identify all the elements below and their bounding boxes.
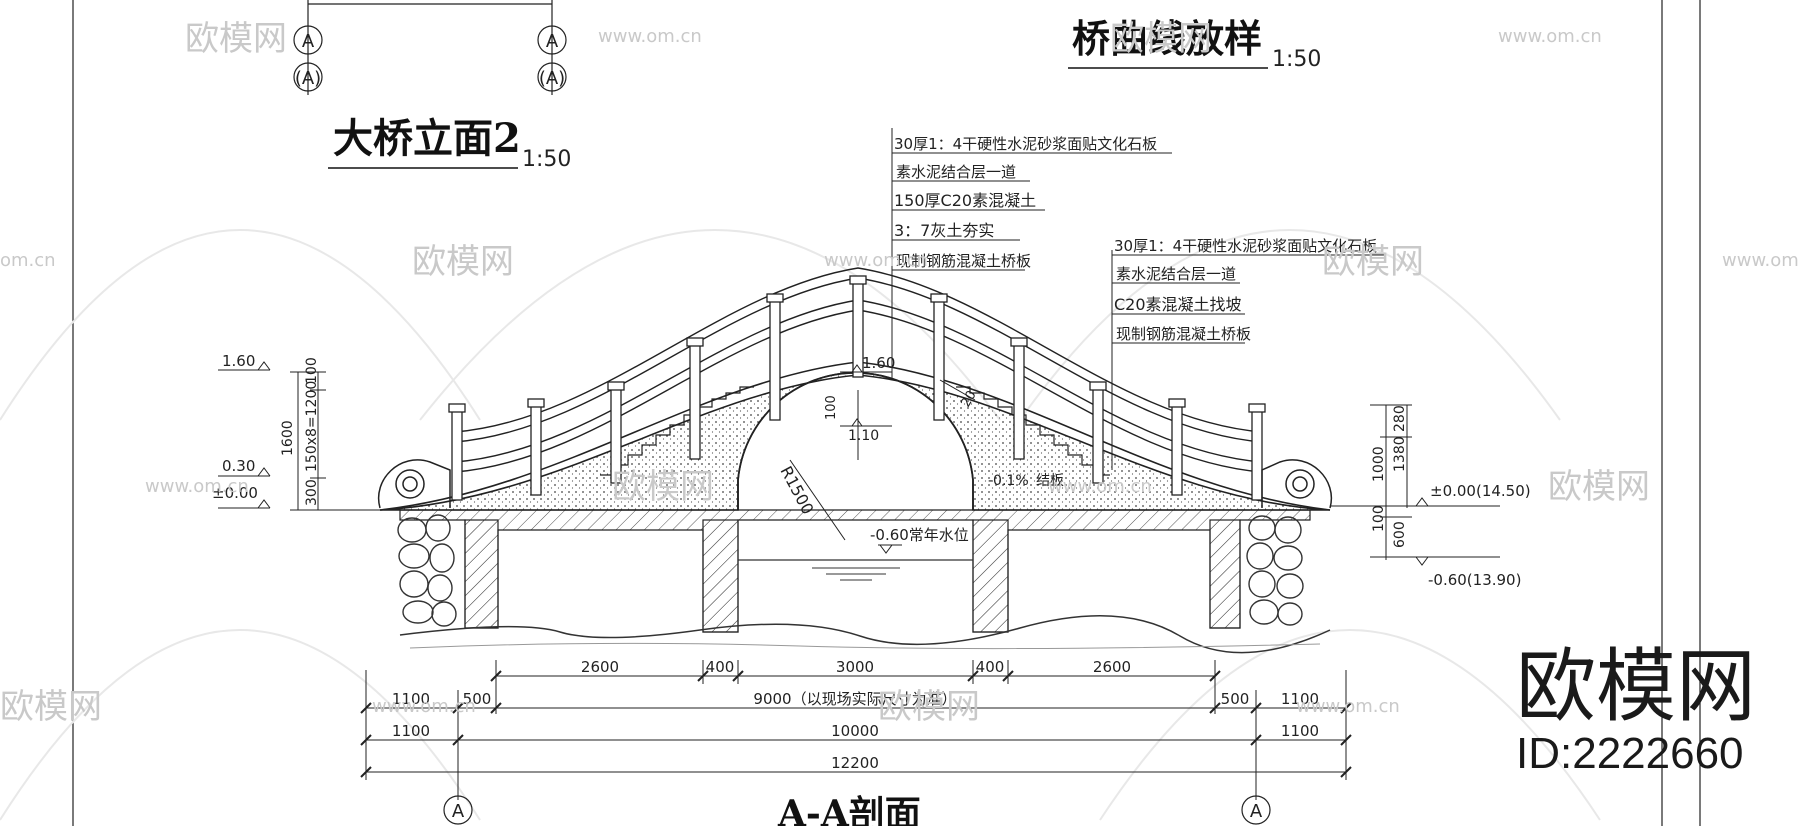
watermark-text: 欧模网 xyxy=(1110,19,1212,59)
model-id: ID:2222660 xyxy=(1516,729,1744,778)
watermark-text: 欧模网 xyxy=(612,467,714,507)
level-left-mid: 0.30 xyxy=(222,457,255,475)
top-grid-marks xyxy=(293,0,567,95)
arch-layer-4: 3：7灰土夯实 xyxy=(894,221,994,240)
elevation-title: 大桥立面2 xyxy=(333,115,521,162)
watermark-url: www.om.cn xyxy=(1296,696,1400,717)
dim-left-300: 300 xyxy=(304,479,320,506)
dim-left-1600: 1600 xyxy=(280,420,296,456)
deck-steps-left xyxy=(600,386,754,476)
left-level-markers xyxy=(218,361,380,511)
arch-crown-level: 1.60 xyxy=(862,354,895,372)
watermarks: 欧模网 www.om.cn 欧模网 www.om.cn om.cn 欧模网 ww… xyxy=(0,19,1800,727)
watermark-url: www.om.cn xyxy=(145,476,249,497)
dim-left-150x8: 150x8=1200 xyxy=(304,381,320,472)
dim-row1-span-left: 2600 xyxy=(581,658,619,676)
water-level: -0.60常年水位 xyxy=(870,526,969,544)
deck-steps-right xyxy=(956,386,1110,476)
dim-row1-pier-right: 400 xyxy=(976,658,1005,676)
arch-layer-callout xyxy=(891,128,1172,378)
watermark-url: www.om.cn xyxy=(372,696,476,717)
dim-row3-center: 10000 xyxy=(831,722,879,740)
level-right-bottom: -0.60(13.90) xyxy=(1428,571,1521,589)
watermark-text: 欧模网 xyxy=(1548,467,1650,507)
watermark-url-short: om.cn xyxy=(0,250,56,271)
brand-logo-text: 欧模网 xyxy=(1516,642,1756,731)
arch-layer-2: 素水泥结合层一道 xyxy=(896,163,1016,181)
scroll-end-right xyxy=(1261,459,1333,509)
dim-row2-right2: 1100 xyxy=(1281,690,1319,708)
watermark-arcs xyxy=(0,229,1601,821)
dim-row1-pier-left: 400 xyxy=(706,658,735,676)
dim-row3-right: 1100 xyxy=(1281,722,1319,740)
watermark-text: 欧模网 xyxy=(185,19,287,59)
dim-row2-left1: 1100 xyxy=(392,690,430,708)
grid-mark-bottom-a1: A xyxy=(452,801,465,822)
watermark-text: 欧模网 xyxy=(412,242,514,282)
water-line xyxy=(738,559,973,581)
dim-right-600: 600 xyxy=(1392,521,1408,548)
watermark-url: www.om.cn xyxy=(824,250,928,271)
deck-layer-callout xyxy=(1111,250,1385,470)
deck-layer-2: 素水泥结合层一道 xyxy=(1116,265,1236,283)
arch-layer-3: 150厚C20素混凝土 xyxy=(894,191,1036,210)
watermark-url: www.om.cn xyxy=(1498,26,1602,47)
deck-slope: -0.1% xyxy=(988,473,1029,489)
arch-dim-100: 100 xyxy=(824,395,839,420)
dim-row1-span-center: 3000 xyxy=(836,658,874,676)
dim-row4-total: 12200 xyxy=(831,754,879,772)
grid-mark-top-a2-paren: (A) xyxy=(539,68,565,89)
scroll-end-left xyxy=(377,459,451,509)
deck-layer-1: 30厚1：4干硬性水泥砂浆面贴文化石板 xyxy=(1114,237,1377,255)
curve-scale: 1:50 xyxy=(1272,47,1321,72)
bottom-grid-marks xyxy=(443,795,1271,825)
dim-right-1000: 1000 xyxy=(1371,446,1387,482)
dim-row3-left: 1100 xyxy=(392,722,430,740)
arch-inner-level: 1.10 xyxy=(848,428,879,444)
arch-layer-5: 现制钢筋混凝土桥板 xyxy=(896,252,1031,270)
dim-right-280: 280 xyxy=(1392,405,1408,432)
dim-row1-span-right: 2600 xyxy=(1093,658,1131,676)
watermark-text: 欧模网 xyxy=(0,687,102,727)
deck-slope-note: 结板 xyxy=(1036,473,1064,489)
arch-annotation-lines xyxy=(789,364,976,554)
right-level-markers xyxy=(1330,404,1500,566)
grid-mark-top-a2: A xyxy=(546,31,559,52)
sheet-frame xyxy=(72,0,1701,826)
dim-row2-right1: 500 xyxy=(1221,690,1250,708)
level-right-base: ±0.00(14.50) xyxy=(1430,482,1531,500)
stone-masonry-left xyxy=(397,514,457,627)
watermark-text: 欧模网 xyxy=(1322,242,1424,282)
dim-row2-center: 9000（以现场实际尺寸为准） xyxy=(753,690,956,708)
section-title: A-A剖面 xyxy=(777,793,921,826)
curve-title: 桥曲线放样 xyxy=(1072,16,1262,61)
foundation xyxy=(399,509,1331,654)
dim-row2-left2: 500 xyxy=(463,690,492,708)
grid-mark-top-a1-paren: (A) xyxy=(295,68,321,89)
watermark-url: www.om.cn xyxy=(1722,250,1800,271)
stone-masonry-right xyxy=(1246,515,1304,626)
arch-layer-1: 30厚1：4干硬性水泥砂浆面贴文化石板 xyxy=(894,135,1157,153)
watermark-text: 欧模网 xyxy=(878,687,980,727)
dim-right-1380: 1380 xyxy=(1392,436,1408,472)
railing-posts xyxy=(448,275,1266,501)
elevation-scale: 1:50 xyxy=(522,147,571,172)
deck-layer-3: C20素混凝土找坡 xyxy=(1114,295,1242,314)
dim-right-100: 100 xyxy=(1371,505,1387,532)
level-left-top: 1.60 xyxy=(222,352,255,370)
grid-mark-bottom-a2: A xyxy=(1250,801,1263,822)
dim-left-100: 100 xyxy=(304,357,320,384)
level-left-base: ±0.00 xyxy=(212,484,258,502)
dimension-chains xyxy=(360,660,1352,800)
watermark-url: www.om.cn xyxy=(1048,476,1152,497)
watermark-url: www.om.cn xyxy=(598,26,702,47)
grid-mark-top-a1: A xyxy=(302,31,315,52)
deck-layer-4: 现制钢筋混凝土桥板 xyxy=(1116,325,1251,343)
arch-dim-20: 20 xyxy=(958,388,979,410)
